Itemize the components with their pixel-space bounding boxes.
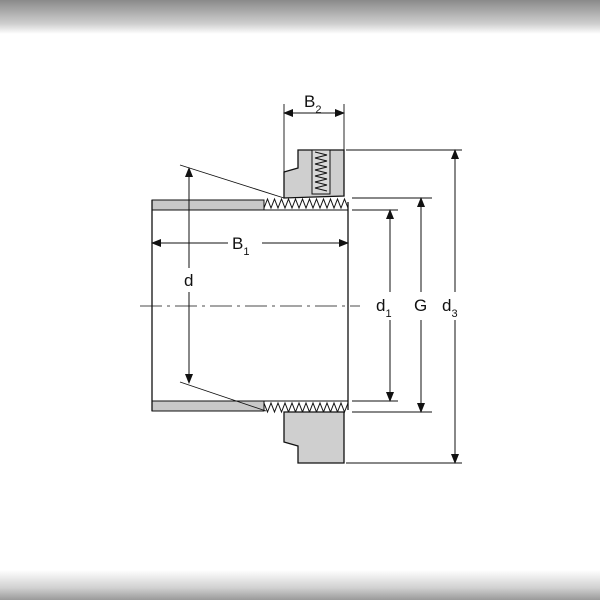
lock-nut-top [283,149,345,199]
thread-bottom [263,401,349,414]
label-d3-sub: 3 [451,308,457,320]
label-g: G [414,296,427,315]
label-b1-main: B [232,234,243,253]
label-d: d [184,271,193,290]
bottom-shadow-band [0,570,600,600]
label-b2: B2 [304,92,321,116]
label-d1-main: d [376,296,385,315]
label-b2-main: B [304,92,315,111]
label-d3-main: d [442,296,451,315]
lock-nut-bottom [283,411,345,464]
label-d3: d3 [442,296,458,320]
sleeve-bottom-band [151,400,265,412]
label-b2-sub: 2 [315,104,321,116]
sleeve-top-band [151,199,265,211]
label-d1-sub: 1 [385,308,391,320]
thread-top [263,197,349,210]
label-d1: d1 [376,296,392,320]
label-b1: B1 [232,234,249,258]
top-shadow-band [0,0,600,34]
lock-screw-thread [314,151,328,192]
label-b1-sub: 1 [243,246,249,258]
sleeve [151,199,349,412]
